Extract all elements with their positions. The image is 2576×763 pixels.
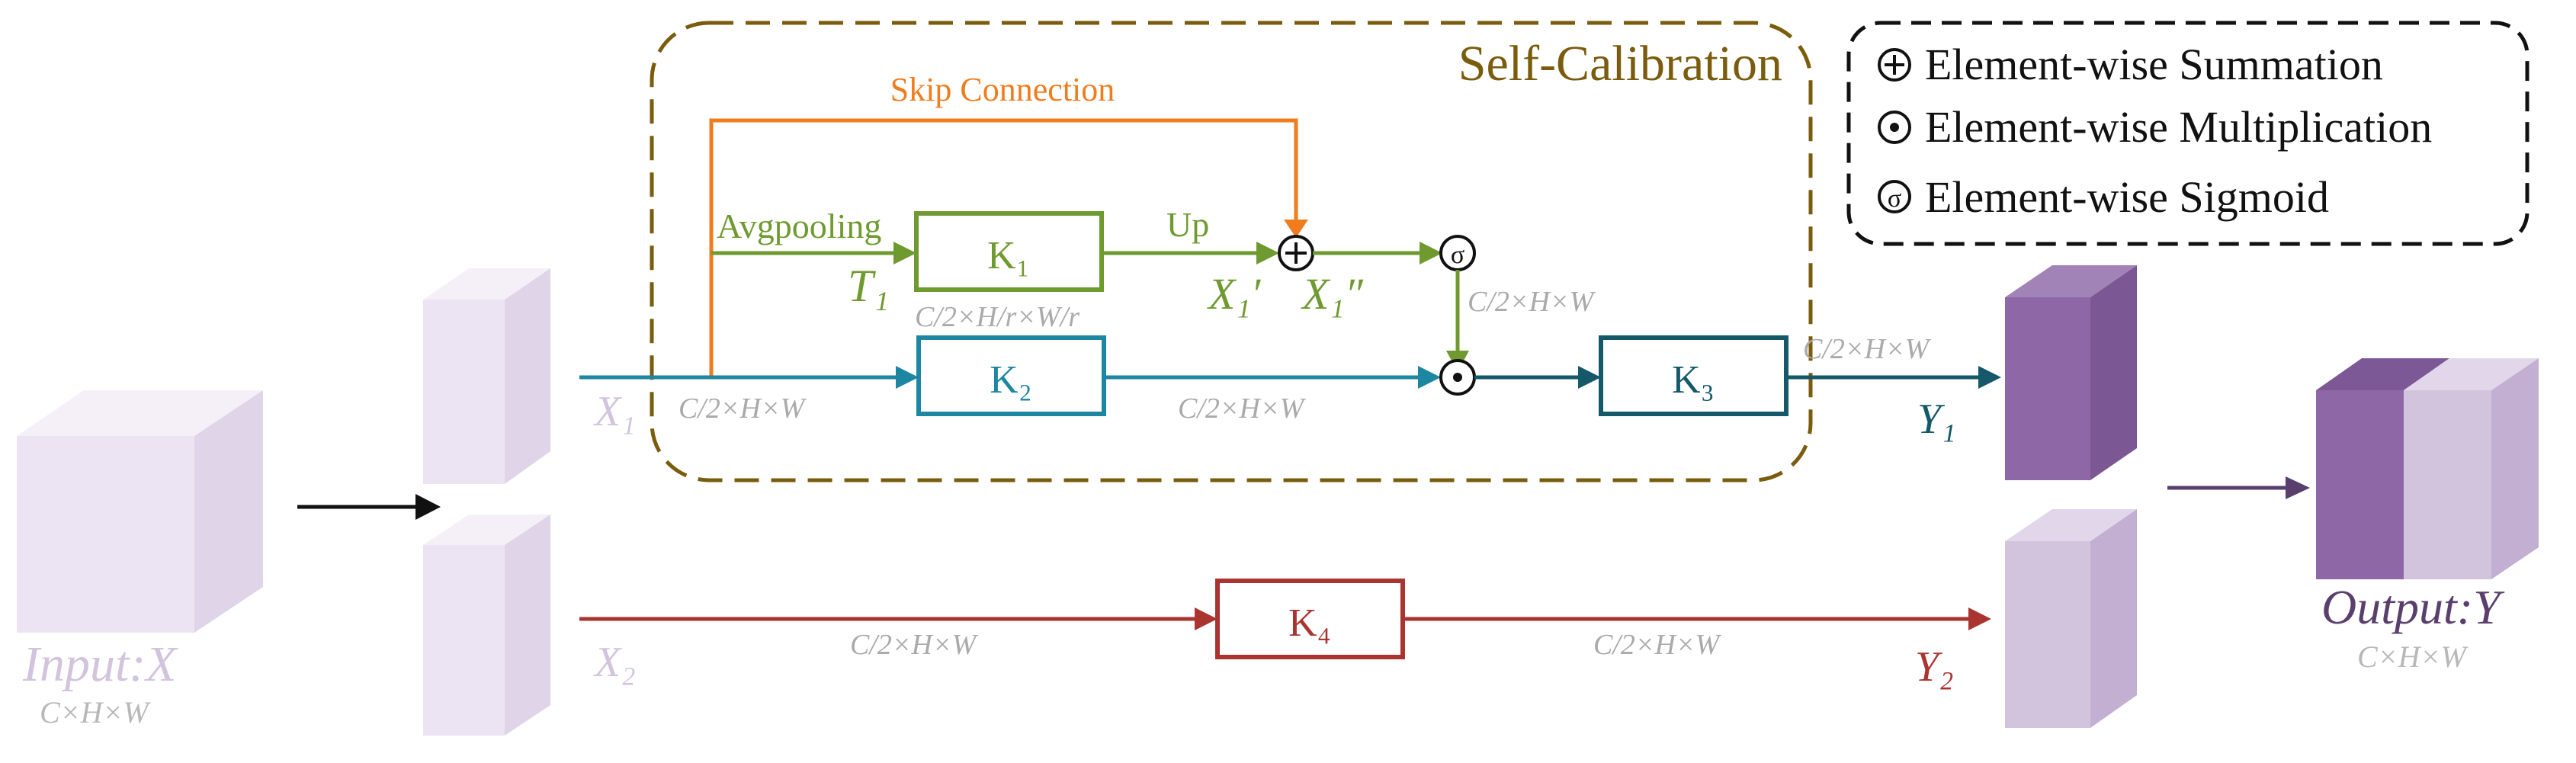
x2-feature-slab <box>423 515 550 736</box>
y1-feature-slab <box>2005 265 2137 480</box>
k4-out-dim-label: C/2×H×W <box>1593 629 1722 661</box>
y2-label: Y₂ <box>1915 643 1954 691</box>
sigmoid-node: σ <box>1439 235 1476 271</box>
legend-multiply-label: Element-wise Multiplication <box>1925 102 2432 152</box>
output-dim-label: C×H×W <box>2357 640 2469 674</box>
x1-prime-label: X₁′ <box>1207 269 1262 319</box>
y1-label: Y₁ <box>1917 396 1956 443</box>
legend-sum-label: Element-wise Summation <box>1925 40 2383 89</box>
k2-dim-label: C/2×H×W <box>1178 393 1307 425</box>
k4-in-dim-label: C/2×H×W <box>850 629 979 661</box>
k1-dim-label: C/2×H/r×W/r <box>915 301 1079 333</box>
k3-dim-label: C/2×H×W <box>1803 333 1932 365</box>
legend-box <box>1846 21 2529 246</box>
self-calibration-frame <box>650 21 1813 482</box>
x1-dim-label: C/2×H×W <box>678 393 807 425</box>
k1-block <box>914 211 1104 292</box>
input-cube <box>17 390 263 633</box>
self-calibration-title: Self-Calibration <box>1458 36 1782 91</box>
k1-label: K₁ <box>987 234 1030 277</box>
multiply-node <box>1439 359 1476 396</box>
output-cube <box>2316 358 2539 579</box>
x1-feature-slab <box>423 268 550 484</box>
k3-label: K₃ <box>1672 358 1715 402</box>
legend-item-multiply: Element-wise Multiplication <box>1878 102 2432 152</box>
skip-connection-label: Skip Connection <box>890 71 1115 108</box>
sum-legend-icon <box>1878 48 1911 82</box>
k3-block <box>1599 335 1788 416</box>
y2-feature-slab <box>2005 509 2137 728</box>
k2-label: K₂ <box>990 358 1032 402</box>
multiply-legend-icon <box>1878 111 1911 144</box>
sigmoid-legend-icon <box>1878 180 1911 213</box>
legend-sigmoid-label: Element-wise Sigmoid <box>1925 172 2329 222</box>
x1-double-prime-label: X₁″ <box>1301 269 1364 319</box>
split-arrow-head <box>415 494 441 520</box>
input-dim-label: C×H×W <box>40 695 152 729</box>
up-label: Up <box>1166 205 1209 244</box>
x1-label: X₁ <box>593 388 636 435</box>
t1-label: T₁ <box>848 261 889 311</box>
sum-node <box>1278 235 1314 271</box>
sigmoid-glyph: σ <box>1451 241 1464 269</box>
k4-label: K₄ <box>1288 601 1331 645</box>
skip-connection-line <box>709 118 1298 377</box>
input-label: Input:X <box>22 636 178 692</box>
avgpooling-label: Avgpooling <box>717 207 881 245</box>
legend-item-sigmoid: σ Element-wise Sigmoid <box>1878 172 2329 222</box>
output-label: Output:Y <box>2321 580 2505 634</box>
x2-label: X₂ <box>593 639 636 686</box>
legend-item-sum: Element-wise Summation <box>1878 40 2383 89</box>
skip-connection-arrowhead <box>1284 220 1308 238</box>
sigmoid-dim-label: C/2×H×W <box>1468 286 1596 318</box>
sigmoid-legend-glyph: σ <box>1888 184 1901 213</box>
